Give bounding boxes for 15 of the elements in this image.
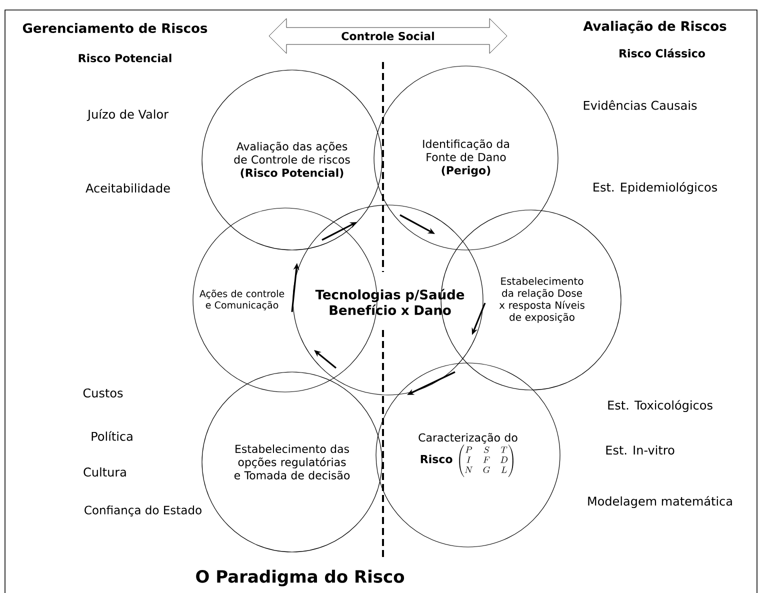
factor-label: Evidências Causais	[584, 100, 697, 110]
factor-label: Modelagem matemática	[588, 496, 732, 508]
heading: Gerenciamento de Riscos	[22, 22, 208, 34]
factor-label: Est. Epidemiológicos	[594, 182, 717, 194]
factor-label: Custos	[83, 388, 123, 398]
factor-label: Juízo de Valor	[86, 109, 169, 121]
heading: Avaliação de Riscos	[583, 20, 726, 34]
factor-label: Est. In-vitro	[606, 445, 674, 455]
heading: Risco Clássico	[620, 48, 705, 58]
factor-label: Cultura	[84, 467, 126, 477]
factor-label: Est. Toxicológicos	[608, 400, 712, 412]
caption: O Paradigma do Risco	[196, 570, 404, 586]
factor-label: Aceitabilidade	[86, 183, 170, 193]
factor-label: Política	[92, 431, 132, 441]
heading: Risco Potencial	[78, 54, 172, 62]
